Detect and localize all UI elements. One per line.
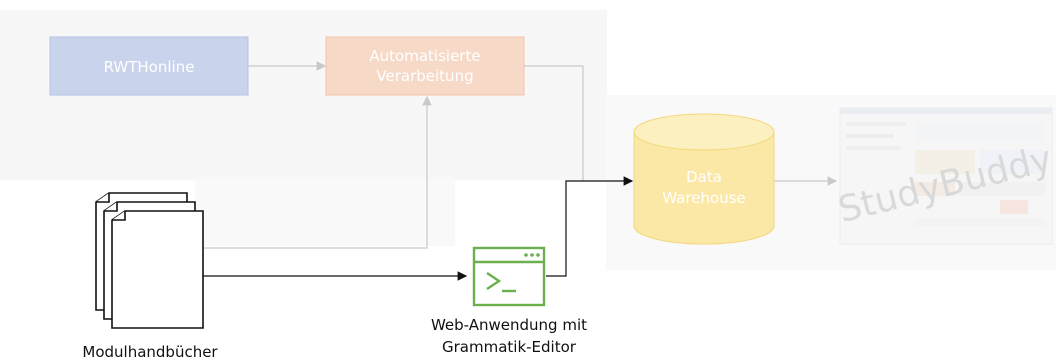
background-panel-handbooks: [195, 178, 455, 246]
arrow-webapp-to-warehouse: [546, 176, 634, 277]
handbooks-caption: Modulhandbücher: [82, 343, 218, 358]
faded-connectors: [200, 61, 838, 249]
warehouse-node: Data Warehouse: [633, 113, 775, 245]
active-connectors: [203, 176, 634, 281]
warehouse-label-line1: Data: [686, 168, 722, 186]
arrow-handbooks-to-processing: [200, 95, 432, 249]
webapp-caption-line2: Grammatik-Editor: [442, 338, 577, 356]
rwthonline-label: RWTHonline: [104, 58, 195, 76]
document-stack-icon: [95, 192, 204, 329]
rwthonline-node: RWTHonline: [49, 36, 249, 96]
processing-node: Automatisierte Verarbeitung: [325, 36, 525, 96]
studybuddy-node: StudyBuddy: [834, 107, 1056, 245]
webapp-caption-line1: Web-Anwendung mit: [431, 316, 587, 334]
terminal-window-icon: [472, 246, 546, 307]
warehouse-label-line2: Warehouse: [662, 189, 745, 207]
app-screenshot-icon: [839, 107, 1053, 245]
processing-label-line1: Automatisierte: [369, 47, 480, 65]
line-processing-to-warehouse: [524, 65, 584, 181]
processing-label-line2: Verarbeitung: [376, 67, 473, 85]
